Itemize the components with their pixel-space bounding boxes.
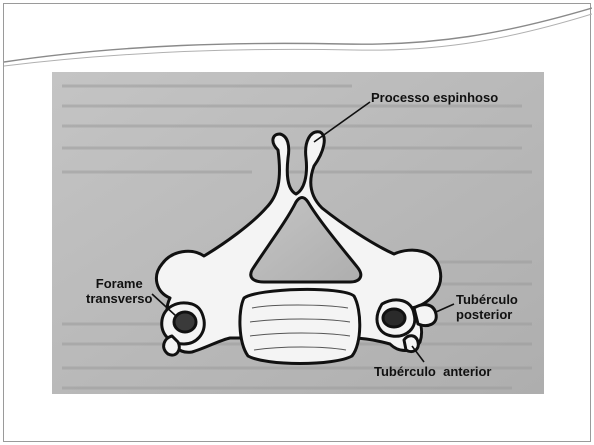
- vertebral-body: [240, 289, 360, 363]
- right-transverse-foramen: [383, 309, 405, 327]
- label-forame-line2: transverso: [86, 291, 152, 306]
- label-processo-espinhoso: Processo espinhoso: [371, 90, 498, 105]
- right-anterior-tubercle: [404, 336, 418, 352]
- label-tuberculo-anterior: Tubérculo anterior: [374, 364, 492, 379]
- label-forame-transverso: Forame transverso: [86, 276, 152, 306]
- left-transverse-foramen: [174, 312, 196, 332]
- vertebra-figure: [52, 72, 544, 394]
- left-anterior-tubercle: [164, 336, 180, 355]
- label-tuberculo-posterior-line2: posterior: [456, 307, 518, 322]
- right-posterior-tubercle: [414, 305, 436, 326]
- label-tuberculo-posterior-line1: Tubérculo: [456, 292, 518, 307]
- label-tuberculo-posterior: Tubérculo posterior: [456, 292, 518, 322]
- label-forame-line1: Forame: [86, 276, 152, 291]
